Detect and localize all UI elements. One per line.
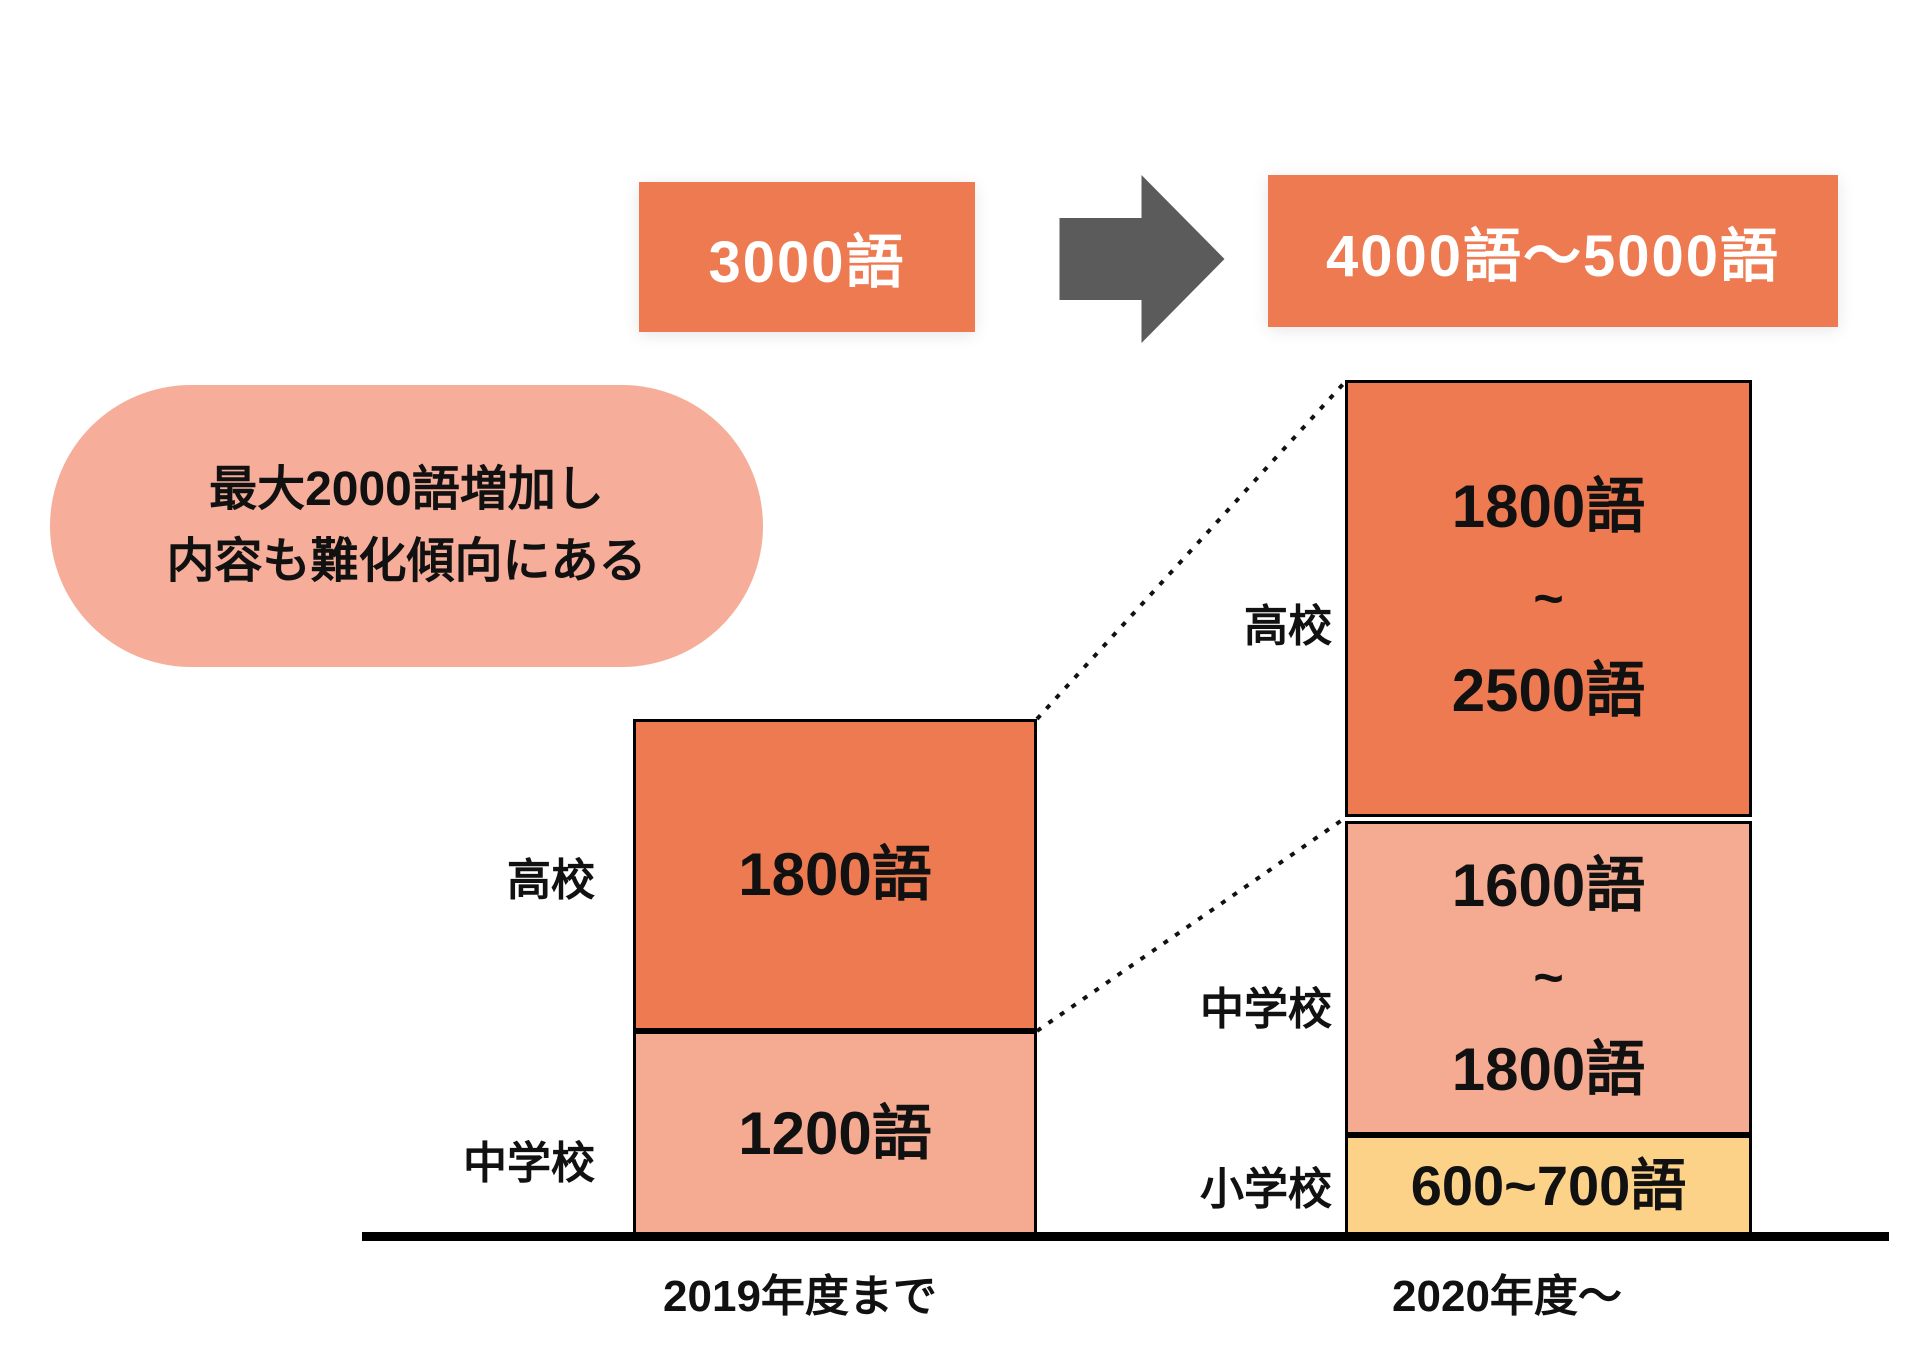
- segment-2019-juniorhigh: 1200語: [633, 1031, 1037, 1236]
- segment-2020-juniorhigh-line2: ~: [1533, 949, 1564, 1007]
- connector-line-top: [1035, 380, 1347, 721]
- segment-2020-highschool-line1: 1800語: [1451, 472, 1646, 540]
- axis-label-2019: 2019年度まで: [663, 1272, 937, 1321]
- x-axis-baseline: [362, 1232, 1889, 1241]
- segment-2019-highschool-value: 1800語: [738, 841, 932, 908]
- axis-label-2020: 2020年度〜: [1392, 1272, 1622, 1321]
- segment-2020-juniorhigh: 1600語 ~ 1800語: [1345, 821, 1752, 1135]
- after-total-label: 4000語〜5000語: [1325, 224, 1781, 289]
- segment-2020-highschool: 1800語 ~ 2500語: [1345, 380, 1752, 817]
- label-2019-juniorhigh: 中学校: [463, 1139, 595, 1188]
- callout-line1: 最大2000語増加し: [209, 463, 604, 516]
- segment-2019-highschool: 1800語: [633, 719, 1037, 1031]
- bar-2020: 1800語 ~ 2500語 1600語 ~ 1800語 600~700語: [1345, 380, 1752, 1236]
- segment-2020-elementary: 600~700語: [1345, 1135, 1752, 1236]
- before-total-box: 3000語: [639, 182, 975, 332]
- segment-2020-highschool-line2: ~: [1533, 569, 1564, 628]
- label-2019-highschool: 高校: [507, 856, 595, 905]
- callout-bubble: 最大2000語増加し 内容も難化傾向にある: [50, 385, 763, 667]
- label-2020-juniorhigh: 中学校: [1200, 985, 1332, 1034]
- segment-2019-juniorhigh-value: 1200語: [738, 1099, 932, 1167]
- segment-2020-elementary-value: 600~700語: [1410, 1153, 1687, 1217]
- callout-line2: 内容も難化傾向にある: [166, 535, 647, 588]
- label-2020-highschool: 高校: [1244, 602, 1332, 651]
- after-total-box: 4000語〜5000語: [1268, 175, 1838, 327]
- label-2020-elementary: 小学校: [1200, 1165, 1332, 1214]
- segment-2020-highschool-line3: 2500語: [1451, 656, 1646, 724]
- arrow-right-icon: [1058, 175, 1226, 343]
- segment-2020-juniorhigh-line1: 1600語: [1451, 852, 1646, 919]
- bar-2019: 1800語 1200語: [633, 719, 1037, 1236]
- before-total-label: 3000語: [708, 230, 906, 295]
- segment-2020-juniorhigh-line3: 1800語: [1451, 1036, 1646, 1103]
- arrow-right-glyph: [1059, 175, 1225, 343]
